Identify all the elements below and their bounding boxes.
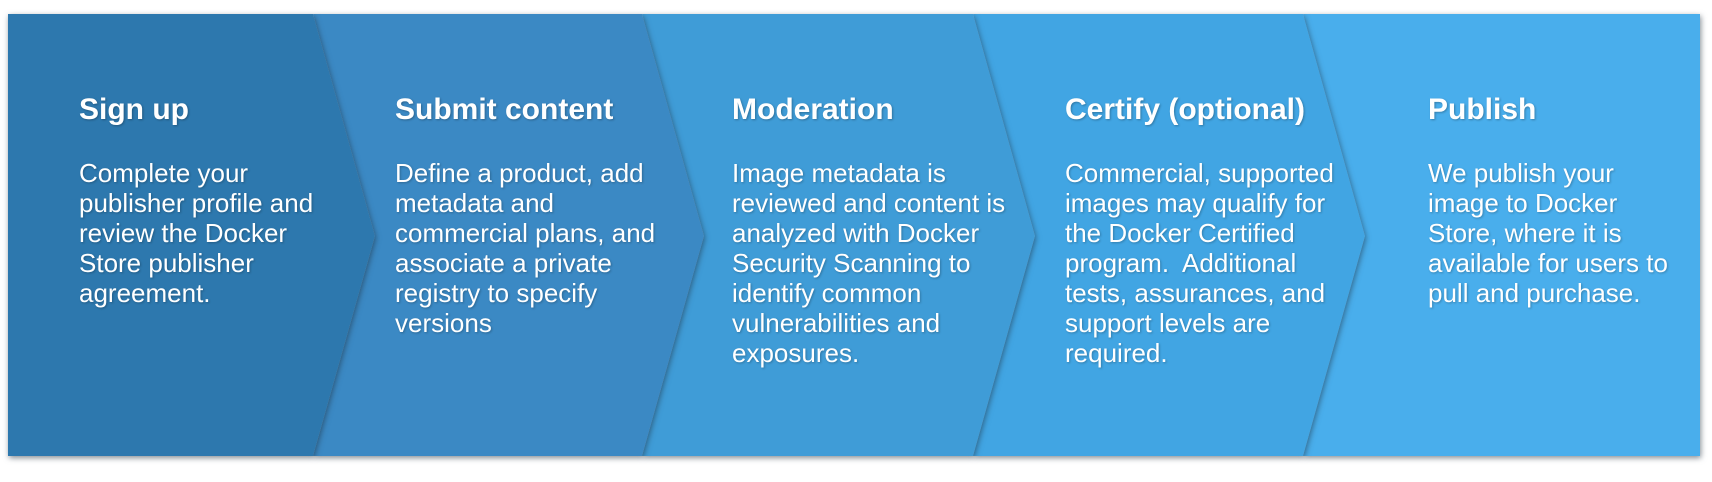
chevron-publish bbox=[1303, 14, 1700, 456]
publisher-workflow-diagram: Sign up Complete your publisher profile … bbox=[8, 14, 1700, 456]
chevron-shadow-publish bbox=[1303, 14, 1700, 456]
chevron-shadow-moderation bbox=[642, 14, 1035, 456]
chevron-sign-up bbox=[8, 14, 375, 456]
chevron-submit-content bbox=[313, 14, 704, 456]
chevron-shadow-sign-up bbox=[8, 14, 375, 456]
chevron-moderation bbox=[642, 14, 1035, 456]
chevron-certify bbox=[973, 14, 1365, 456]
chevron-shadow-submit-content bbox=[313, 14, 704, 456]
chevron-shadow-certify bbox=[973, 14, 1365, 456]
